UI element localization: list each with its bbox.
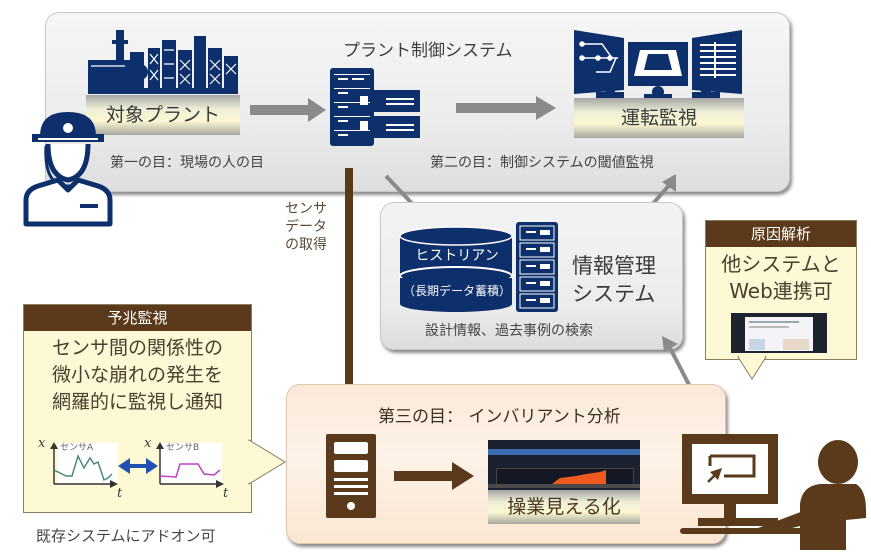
second-eye-caption: 第二の目：制御システムの閾値監視 bbox=[430, 155, 654, 171]
info-system-title: 情報管理 システム bbox=[572, 252, 656, 308]
sensor-b-label: センサB bbox=[166, 443, 200, 453]
historian-label: ヒストリアン bbox=[415, 248, 499, 264]
historian-database-icon bbox=[399, 226, 513, 312]
controller-server-icon bbox=[330, 68, 420, 146]
predictive-line1: センサ間の関係性の bbox=[51, 337, 223, 359]
root-cause-text: 他システムと Web連携可 bbox=[706, 251, 856, 305]
sensor-a-x-axis-label: x bbox=[38, 436, 46, 451]
predictive-header: 予兆監視 bbox=[24, 305, 251, 331]
web-screen-thumbnail bbox=[731, 313, 827, 353]
sensor-link-arrow bbox=[118, 458, 158, 474]
sensor-a-t-axis-label: t bbox=[117, 486, 123, 501]
visualization-orange-area bbox=[552, 470, 606, 484]
arrow-server-to-visualization bbox=[394, 462, 474, 490]
visualization-screenshot bbox=[488, 440, 640, 490]
root-cause-line1: 他システムと bbox=[721, 252, 841, 276]
sensor-data-label: センサ データ の取得 bbox=[285, 200, 327, 254]
info-server-icon bbox=[516, 222, 558, 312]
sensor-a-axes bbox=[50, 442, 118, 488]
root-cause-header: 原因解析 bbox=[706, 221, 856, 247]
sensor-b-t-axis-label: t bbox=[223, 486, 229, 501]
operation-monitor-icon bbox=[574, 30, 742, 100]
plant-control-title: プラント制御システム bbox=[343, 41, 513, 61]
operation-monitoring-label: 運転監視 bbox=[574, 98, 744, 138]
sensor-a-label: センサA bbox=[60, 443, 94, 453]
sensor-data-line3: の取得 bbox=[285, 237, 327, 253]
search-caption: 設計情報、過去事例の検索 bbox=[425, 323, 593, 339]
root-cause-callout: 原因解析 他システムと Web連携可 bbox=[705, 220, 857, 360]
root-cause-line2: Web連携可 bbox=[729, 279, 833, 303]
first-eye-caption: 第一の目：現場の人の目 bbox=[110, 155, 264, 171]
sensor-data-line2: データ bbox=[285, 219, 327, 235]
factory-icon bbox=[88, 30, 238, 94]
info-system-title-line2: システム bbox=[572, 282, 656, 306]
sensor-a-line bbox=[53, 453, 113, 482]
sensor-charts bbox=[50, 442, 224, 488]
info-system-title-line1: 情報管理 bbox=[572, 254, 656, 278]
arrow-controller-to-monitoring bbox=[456, 96, 556, 120]
predictive-text: センサ間の関係性の 微小な崩れの発生を 網羅的に監視し通知 bbox=[24, 335, 251, 416]
analysis-server-icon bbox=[326, 434, 376, 518]
historian-sublabel: （長期データ蓄積） bbox=[402, 284, 511, 298]
root-cause-callout-pointer bbox=[737, 355, 767, 380]
addon-caption: 既存システムにアドオン可 bbox=[36, 527, 216, 545]
sensor-b-x-axis-label: x bbox=[144, 436, 152, 451]
sensor-data-line1: センサ bbox=[285, 201, 327, 217]
predictive-callout-pointer bbox=[247, 439, 286, 485]
sensor-b-line bbox=[159, 463, 221, 478]
operator-at-computer-icon bbox=[680, 434, 866, 550]
field-worker-icon bbox=[23, 112, 113, 227]
visualization-label: 操業見える化 bbox=[488, 490, 640, 524]
sensor-b-axes bbox=[156, 442, 224, 488]
arrow-plant-to-controller bbox=[250, 98, 326, 122]
predictive-line2: 微小な崩れの発生を bbox=[51, 364, 223, 386]
invariant-title: 第三の目： インバリアント分析 bbox=[378, 407, 621, 427]
target-plant-label: 対象プラント bbox=[86, 95, 240, 135]
predictive-line3: 網羅的に監視し通知 bbox=[51, 391, 223, 413]
